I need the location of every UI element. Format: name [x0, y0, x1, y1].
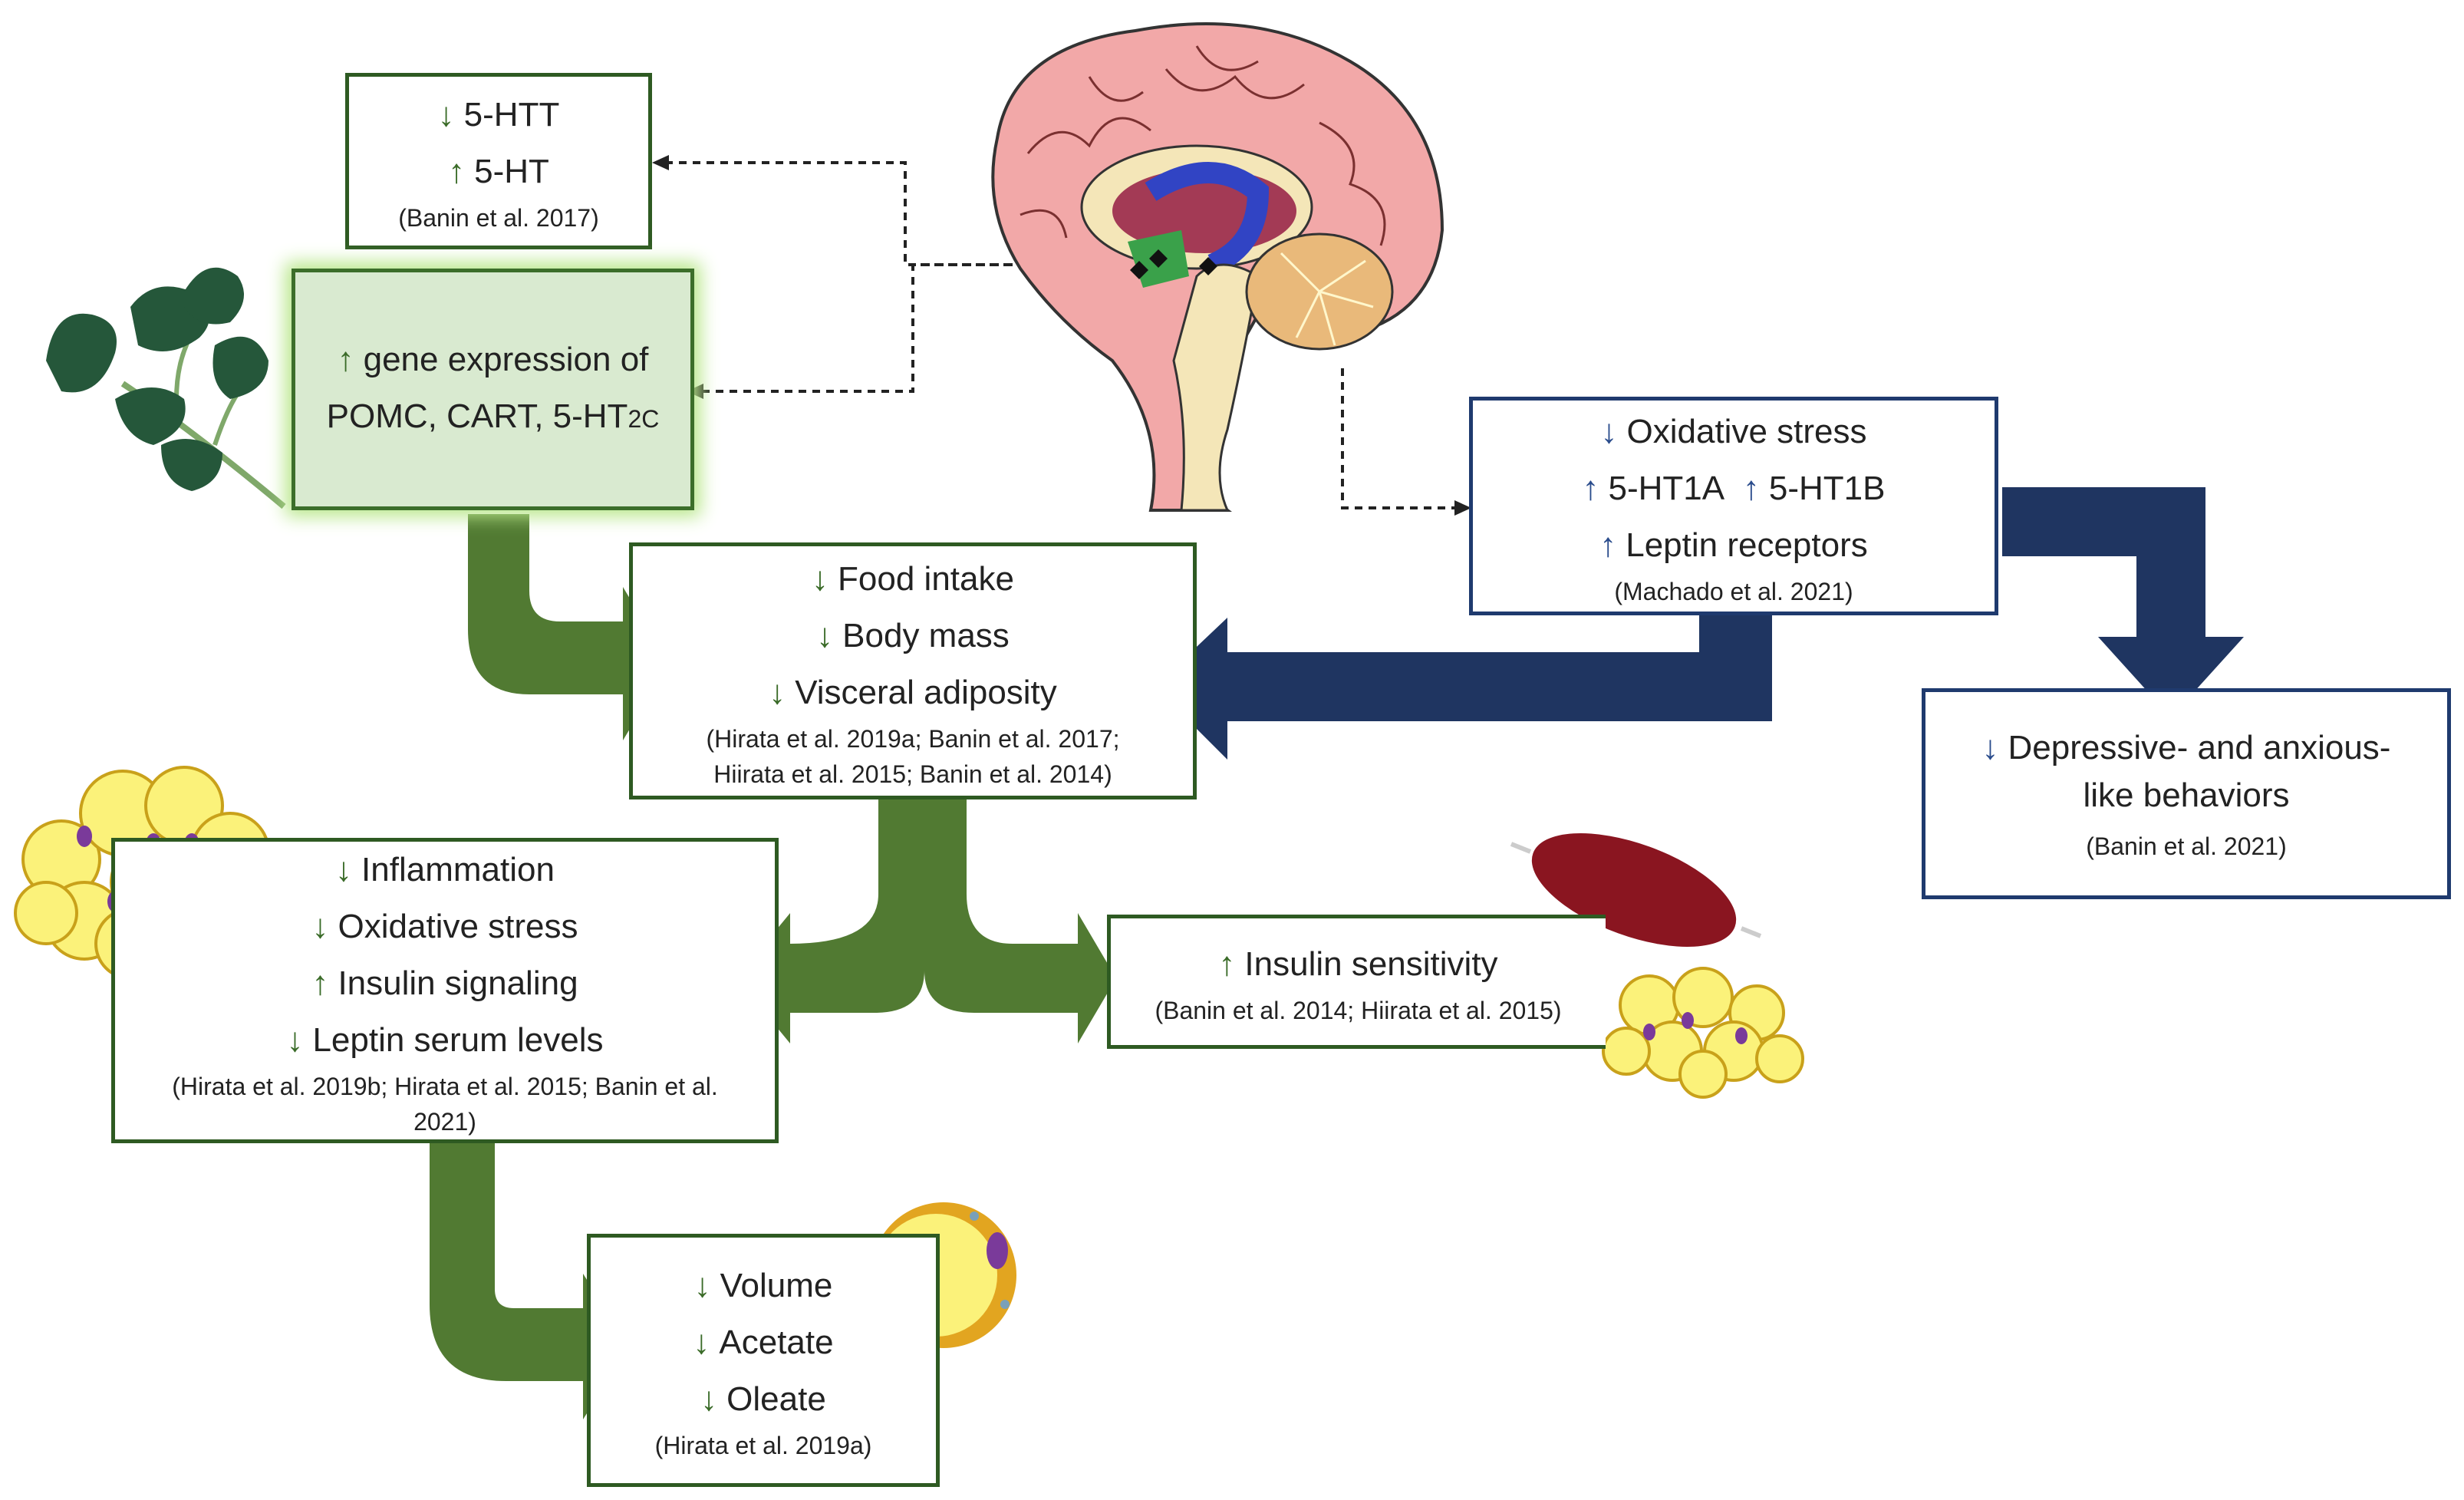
arrow-down-icon: ↓ — [286, 1021, 304, 1059]
arrow-down-icon: ↓ — [693, 1267, 711, 1304]
arrow-down-icon: ↓ — [335, 851, 353, 888]
box-line: ↓Volume — [694, 1258, 833, 1314]
box-line: ↑Insulin sensitivity — [1218, 936, 1497, 993]
arrow-down-icon: ↓ — [693, 1324, 710, 1361]
arrow-up-icon: ↑ — [311, 964, 329, 1002]
green-arrow-gene-to-food — [468, 514, 669, 740]
arrow-down-icon: ↓ — [769, 673, 786, 711]
box-line: ↑gene expression of — [338, 331, 649, 388]
line-text: Food intake — [838, 559, 1014, 598]
subscript-text: 2C — [628, 405, 660, 433]
arrow-up-icon: ↑ — [1599, 526, 1617, 564]
line-text: Body mass — [842, 616, 1010, 654]
citation: (Banin et al. 2021) — [2086, 832, 2287, 860]
food-intake-box: ↓Food intake ↓Body mass ↓Visceral adipos… — [629, 542, 1197, 799]
box-line: ↓Visceral adiposity — [769, 664, 1057, 721]
line-text: Insulin sensitivity — [1244, 945, 1498, 983]
line-text: gene expression of — [363, 341, 649, 378]
arrow-up-icon: ↑ — [337, 341, 354, 378]
adipocyte-cluster-right — [1602, 967, 1804, 1099]
citation: (Machado et al. 2021) — [1614, 577, 1853, 605]
serotonin-box: ↓5-HTT ↑5-HT (Banin et al. 2017) — [345, 73, 652, 249]
brain-illustration — [991, 22, 1444, 512]
muscle-illustration — [1510, 833, 1762, 947]
box-line: ↓Oxidative stress — [1601, 404, 1867, 460]
arrow-up-icon: ↑ — [448, 153, 466, 190]
line-text: Oxidative stress — [1626, 412, 1867, 450]
insulin-box: ↑Insulin sensitivity (Banin et al. 2014;… — [1107, 915, 1606, 1049]
line-text: POMC, CART, 5-HT — [326, 397, 628, 435]
line-text: Volume — [720, 1267, 833, 1304]
line-text: Depressive- and anxious- — [2008, 728, 2391, 766]
box-line: POMC, CART, 5-HT2C — [327, 388, 660, 447]
arrow-down-icon: ↓ — [812, 559, 829, 598]
box-line: ↑5-HT1A ↑5-HT1B — [1583, 460, 1886, 517]
adipocyte-nuclei-right — [1643, 1012, 1748, 1044]
blue-arrow-to-depressive — [2002, 487, 2244, 717]
line-text: Visceral adiposity — [795, 673, 1057, 711]
receptors-box: ↓Oxidative stress ↑5-HT1A ↑5-HT1B ↑Lepti… — [1469, 397, 1998, 615]
box-line: ↓Oleate — [700, 1371, 826, 1428]
volume-box: ↓Volume ↓Acetate ↓Oleate (Hirata et al. … — [587, 1234, 940, 1487]
arrow-up-icon: ↑ — [1742, 469, 1760, 507]
green-arrow-to-volume — [430, 1143, 629, 1419]
line-text: 5-HT1B — [1768, 469, 1886, 507]
box-line: ↓Oxidative stress — [312, 898, 578, 955]
citation: Hiirata et al. 2015; Banin et al. 2014) — [713, 760, 1112, 788]
box-line: ↑5-HT — [448, 143, 549, 200]
line-text: 5-HT1A — [1608, 469, 1723, 507]
line-text: Insulin signaling — [338, 964, 578, 1002]
line-text: Inflammation — [361, 851, 555, 888]
plant-illustration — [46, 267, 286, 509]
arrow-down-icon: ↓ — [437, 96, 455, 134]
arrow-up-icon: ↑ — [1218, 945, 1236, 983]
depressive-box: ↓Depressive- and anxious- like behaviors… — [1922, 688, 2451, 899]
box-line: ↓Acetate — [693, 1314, 833, 1371]
citation: (Hirata et al. 2019b; Hirata et al. 2015… — [172, 1073, 718, 1100]
box-line: ↑Insulin signaling — [311, 955, 578, 1012]
citation: (Hirata et al. 2019a; Banin et al. 2017; — [706, 724, 1120, 753]
arrow-down-icon: ↓ — [1981, 728, 1999, 766]
citation: (Banin et al. 2014; Hiirata et al. 2015) — [1155, 996, 1562, 1024]
arrow-down-icon: ↓ — [311, 908, 329, 945]
box-line: ↓Food intake — [812, 551, 1014, 608]
line-text: 5-HTT — [463, 96, 560, 134]
line-text: Acetate — [719, 1324, 834, 1361]
arrow-down-icon: ↓ — [700, 1380, 718, 1418]
box-line: ↓Depressive- and anxious- — [1982, 724, 2391, 772]
line-text: 5-HT — [474, 153, 549, 190]
box-line: ↓Inflammation — [335, 842, 555, 898]
arrow-down-icon: ↓ — [816, 616, 834, 654]
citation: (Hirata et al. 2019a) — [654, 1432, 872, 1459]
arrow-down-icon: ↓ — [1600, 412, 1618, 450]
line-text: Leptin serum levels — [312, 1021, 604, 1059]
box-line: ↓Leptin serum levels — [286, 1012, 603, 1069]
green-arrow-split — [736, 798, 1116, 1043]
citation: (Banin et al. 2017) — [398, 204, 599, 232]
dashed-arrowheads — [652, 155, 1471, 516]
blue-arrow-to-food — [1155, 614, 1772, 760]
box-line: ↑Leptin receptors — [1599, 517, 1868, 574]
inflammation-box: ↓Inflammation ↓Oxidative stress ↑Insulin… — [111, 838, 779, 1143]
line-text: Oleate — [726, 1380, 826, 1418]
box-line: ↓5-HTT — [438, 87, 560, 143]
line-text: Oxidative stress — [338, 908, 578, 945]
arrow-up-icon: ↑ — [1582, 469, 1599, 507]
citation: 2021) — [413, 1108, 476, 1136]
line-text: Leptin receptors — [1626, 526, 1868, 564]
box-line: like behaviors — [2083, 776, 2290, 814]
gene-expression-box: ↑gene expression of POMC, CART, 5-HT2C — [292, 269, 694, 510]
box-line: ↓Body mass — [816, 608, 1010, 664]
